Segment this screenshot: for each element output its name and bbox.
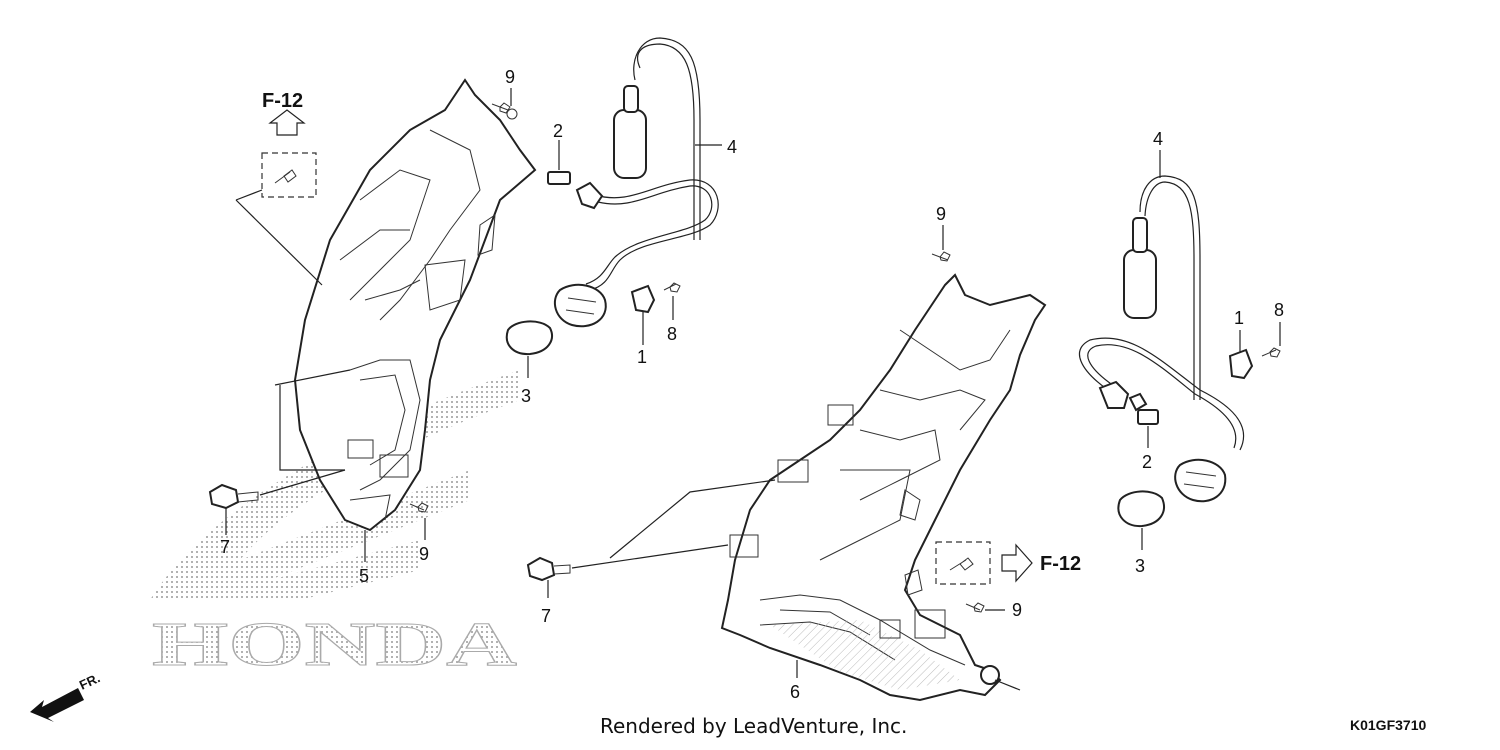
callout-3-right: 3 [1135, 556, 1145, 576]
callout-1-right: 1 [1234, 308, 1244, 328]
front-direction-arrow: FR. [30, 670, 102, 722]
bolt-7-left [208, 369, 351, 535]
callout-9-right-bottom: 9 [1012, 600, 1022, 620]
callout-9-left-top: 9 [505, 67, 515, 87]
screw-9-left-top [491, 88, 518, 120]
bulb-2-right [1137, 409, 1159, 448]
screw-9-left-bottom [409, 502, 429, 540]
ref-f12-right-label: F-12 [1040, 553, 1081, 575]
callout-2-right: 2 [1142, 452, 1152, 472]
honda-wing-watermark [150, 370, 520, 600]
ref-f12-left: F-12 [235, 90, 323, 286]
screw-9-right-top [931, 225, 951, 262]
callout-4-right: 4 [1153, 129, 1163, 149]
ref-f12-right: F-12 [935, 541, 1081, 585]
left-turn-signal-housing [293, 78, 537, 532]
screw-9-right-bottom [965, 602, 1005, 613]
callout-4-left: 4 [727, 137, 737, 157]
callout-1-left: 1 [637, 347, 647, 367]
bolt-7-right [526, 479, 776, 598]
callout-7-left: 7 [220, 537, 230, 557]
lens-3-right [1117, 490, 1165, 550]
screw-8-left [663, 282, 681, 320]
credit-text: Rendered by LeadVenture, Inc. [600, 714, 907, 738]
clip-1-right [1228, 330, 1254, 380]
socket-right [1174, 458, 1227, 503]
right-turn-signal-housing [720, 273, 1047, 702]
ref-f12-left-label: F-12 [262, 90, 303, 112]
diagram-code: K01GF3710 [1350, 717, 1426, 733]
callout-5-left: 5 [359, 566, 369, 586]
honda-watermark-text: HONDA [152, 611, 517, 679]
callout-6-right: 6 [790, 682, 800, 702]
callout-9-left-bottom: 9 [419, 544, 429, 564]
lens-3-left [505, 320, 553, 378]
front-direction-label: FR. [77, 670, 102, 692]
callout-8-right: 8 [1274, 300, 1284, 320]
socket-left [553, 283, 607, 328]
bulb-2-left [547, 140, 571, 185]
callout-8-left: 8 [667, 324, 677, 344]
callout-7-right: 7 [541, 606, 551, 626]
harness-4-right [1078, 150, 1245, 451]
callout-2-left: 2 [553, 121, 563, 141]
callout-3-left: 3 [521, 386, 531, 406]
screw-8-right [1261, 322, 1281, 358]
clip-1-left [630, 284, 656, 345]
harness-4-left [575, 37, 722, 291]
callout-9-right-top: 9 [936, 204, 946, 224]
